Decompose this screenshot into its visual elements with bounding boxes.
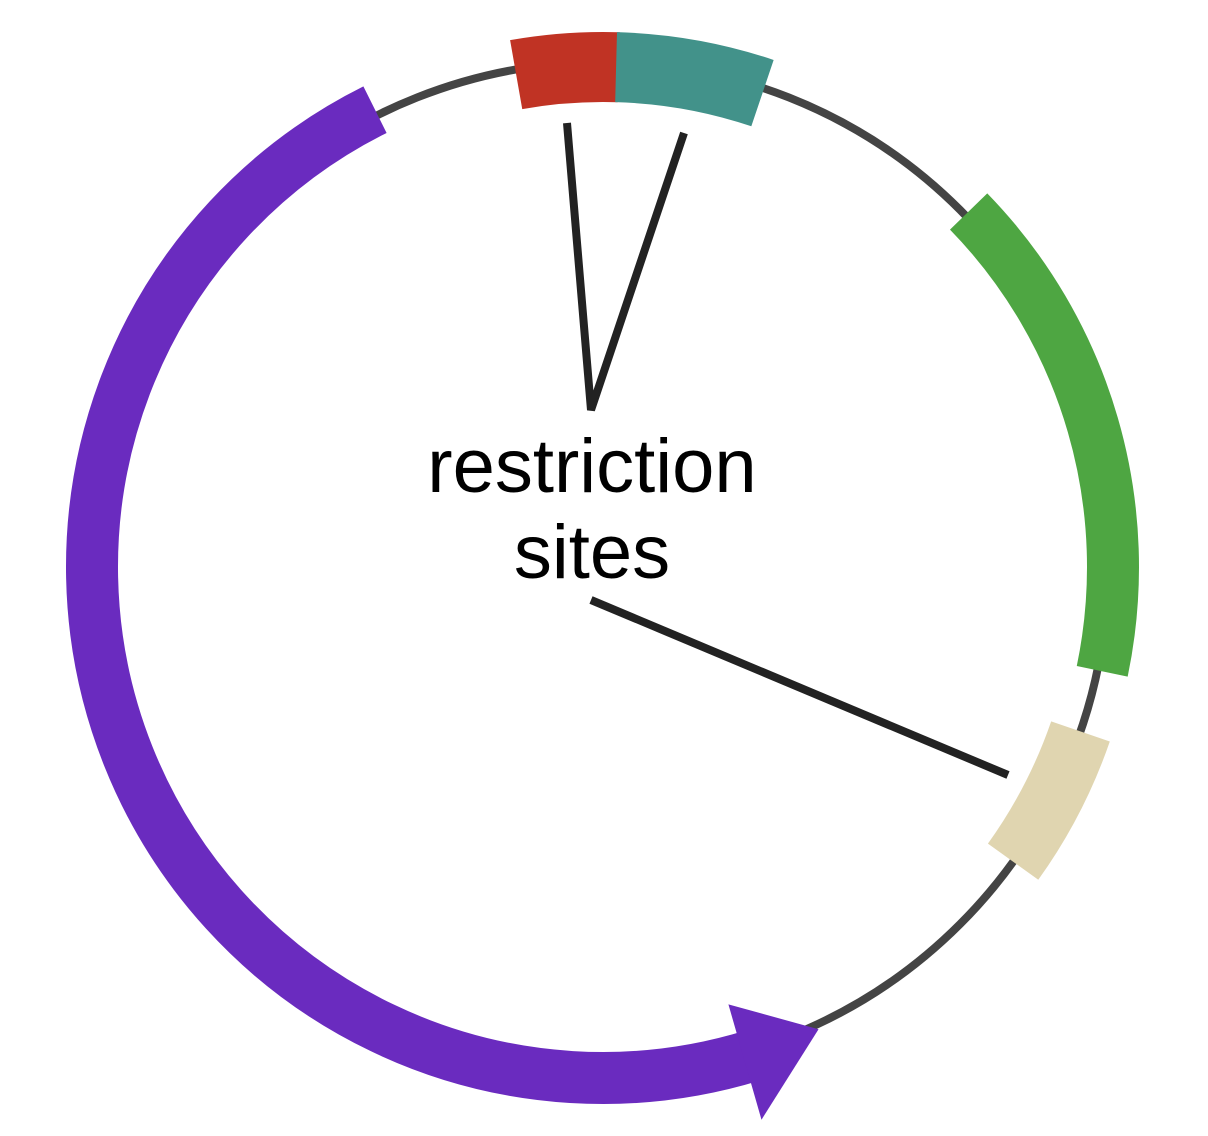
green-feature [949,193,1139,677]
restriction-site-leader-line-right [589,596,1010,779]
label-line-2: sites [514,510,670,595]
teal-feature [614,32,774,127]
purple-feature-arrowhead [728,1004,819,1120]
restriction-site-leader-lines-top [563,122,688,412]
purple-feature-arrow [66,86,760,1104]
label-line-1: restriction [427,424,756,509]
red-feature [510,32,620,110]
beige-feature [987,720,1110,880]
